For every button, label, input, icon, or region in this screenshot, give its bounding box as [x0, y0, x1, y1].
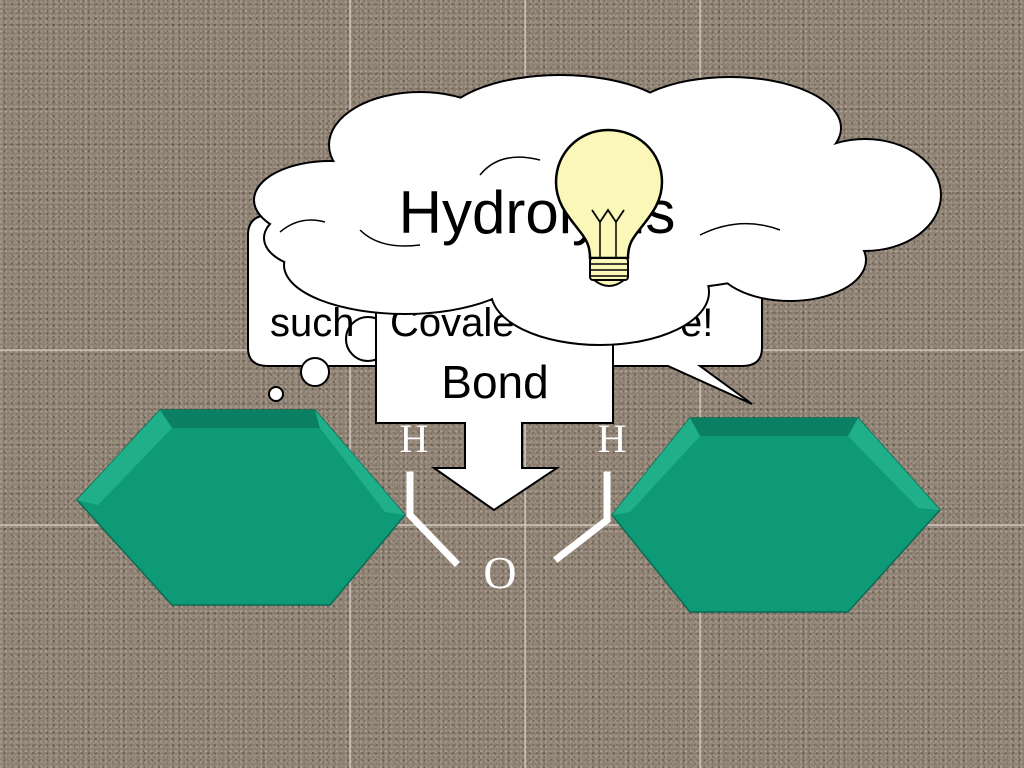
- right-hydrogen-label: H: [598, 416, 627, 461]
- left-hexagon: [75, 409, 406, 606]
- right-hexagon: [611, 417, 942, 613]
- water-bonds: [406, 471, 611, 567]
- hydrolysis-cloud: Hydrolysis: [253, 74, 942, 346]
- lightbulb-icon: [554, 128, 664, 287]
- bond-label: Bond: [441, 356, 548, 408]
- oxygen-label: O: [483, 547, 516, 598]
- bubble-text-left: such: [270, 301, 355, 345]
- bond-arrow: Covale Bond: [375, 299, 614, 512]
- left-hydrogen-label: H: [400, 416, 429, 461]
